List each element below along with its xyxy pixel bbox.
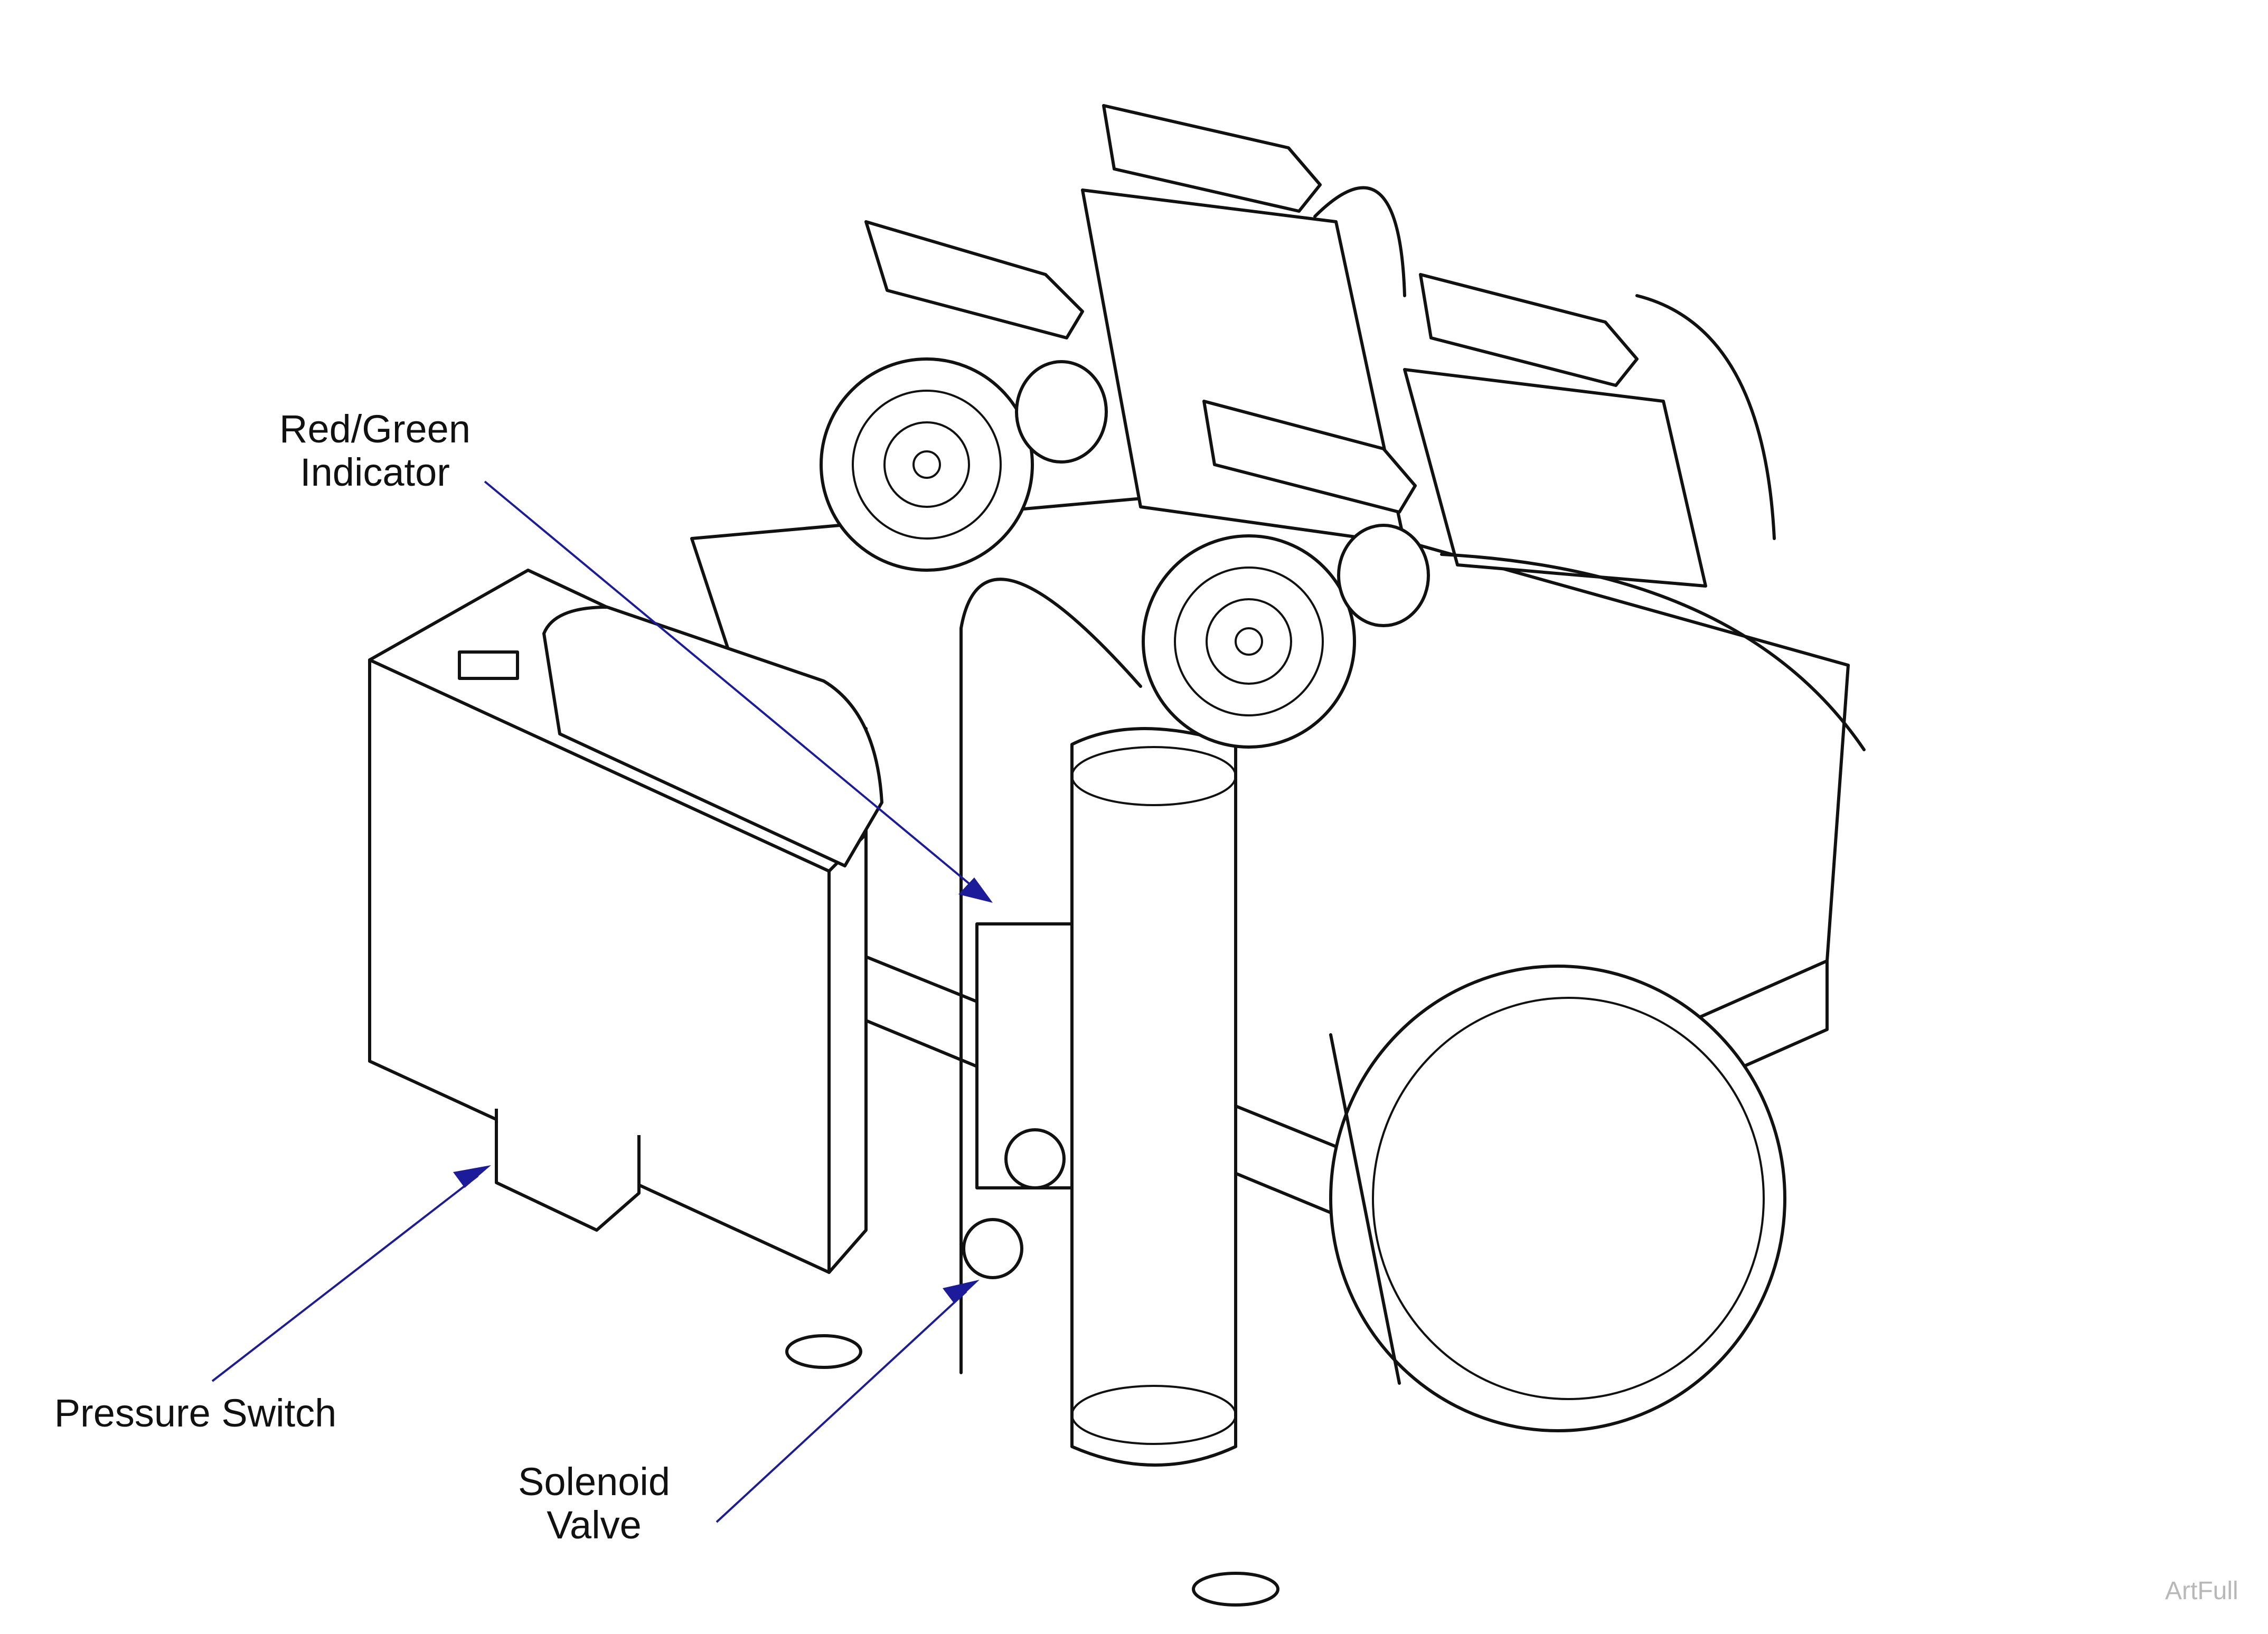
rear-motor (1329, 965, 1786, 1432)
air-hoses (959, 186, 1866, 1374)
watermark: ArtFull (2165, 1577, 2238, 1605)
mounting-feet (785, 1334, 1279, 1607)
callout-red-green-indicator (484, 480, 993, 903)
callout-pressure-switch (211, 1165, 491, 1382)
pressure-switch-housing (368, 569, 883, 1274)
label-solenoid-valve: Solenoid Valve (517, 1460, 670, 1547)
pump-top (1102, 104, 1639, 387)
air-tank (1070, 727, 1237, 1467)
pump-front-right (1142, 368, 1707, 749)
callout-solenoid-valve (716, 1280, 980, 1523)
gauge-regulator-assembly (962, 922, 1074, 1279)
label-red-green-indicator: Red/Green Indicator (279, 407, 470, 494)
label-pressure-switch: Pressure Switch (54, 1391, 337, 1435)
pump-back-left (820, 188, 1406, 572)
